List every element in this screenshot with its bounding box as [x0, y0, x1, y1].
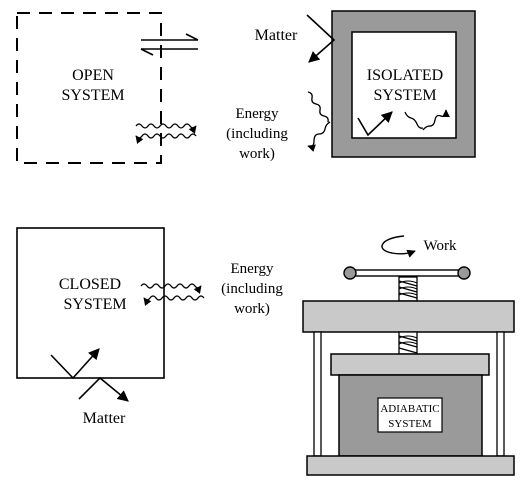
matter-arrow-icon: [50, 348, 129, 402]
adiabatic-label-box: [377, 397, 443, 433]
closed-system-label-line2: SYSTEM: [63, 296, 126, 313]
rotation-arrow-icon: [381, 235, 416, 258]
open-system-label-line1: OPEN: [72, 67, 114, 84]
work-label: Work: [424, 238, 457, 254]
matter-arrow-icon: [306, 14, 336, 63]
screw-icon: [398, 276, 418, 302]
energy-wavy-arrow-icon: [140, 283, 205, 306]
isolated-energy-label-line1: Energy: [235, 106, 279, 122]
closed-energy-label-line1: Energy: [230, 261, 274, 277]
isolated-system-interior: [351, 31, 457, 139]
closed-system-panel: CLOSED SYSTEM Energy (including work) Ma…: [16, 227, 283, 427]
open-system-panel: OPEN SYSTEM: [16, 12, 199, 164]
isolated-system-label-line2: SYSTEM: [373, 87, 436, 104]
isolated-system-panel: ISOLATED SYSTEM Matter Energy (including…: [226, 10, 476, 162]
closed-system-label-line1: CLOSED: [59, 276, 121, 293]
closed-energy-label-line3: work): [234, 301, 270, 317]
energy-wavy-arrow-icon: [135, 123, 197, 144]
internal-energy-wavy-arrow-icon: [404, 109, 450, 131]
energy-wavy-arrow-icon: [307, 91, 331, 152]
isolated-matter-label: Matter: [255, 27, 298, 44]
closed-energy-label-line2: (including: [221, 281, 283, 297]
adiabatic-label-line2: SYSTEM: [388, 418, 432, 430]
closed-matter-label: Matter: [83, 410, 126, 427]
press-left-column: [313, 331, 322, 457]
matter-exchange-icon: [140, 33, 199, 56]
isolated-system-label-line1: ISOLATED: [367, 67, 443, 84]
lower-screw-icon: [398, 331, 418, 355]
press-base-plate: [306, 455, 515, 476]
press-right-column: [496, 331, 505, 457]
adiabatic-label-line1: ADIABATIC: [380, 403, 439, 415]
adiabatic-system-panel: Work ADIABATIC SYSTEM: [302, 235, 515, 476]
isolated-energy-label-line2: (including: [226, 126, 288, 142]
closed-system-boundary: [16, 227, 165, 379]
press-piston-plate: [330, 353, 490, 376]
internal-matter-arrow-icon: [357, 111, 393, 137]
open-system-label-line2: SYSTEM: [61, 87, 124, 104]
open-system-boundary: [16, 12, 162, 164]
press-handle: [343, 266, 471, 280]
isolated-energy-label-line3: work): [239, 146, 275, 162]
press-top-plate: [302, 300, 515, 333]
